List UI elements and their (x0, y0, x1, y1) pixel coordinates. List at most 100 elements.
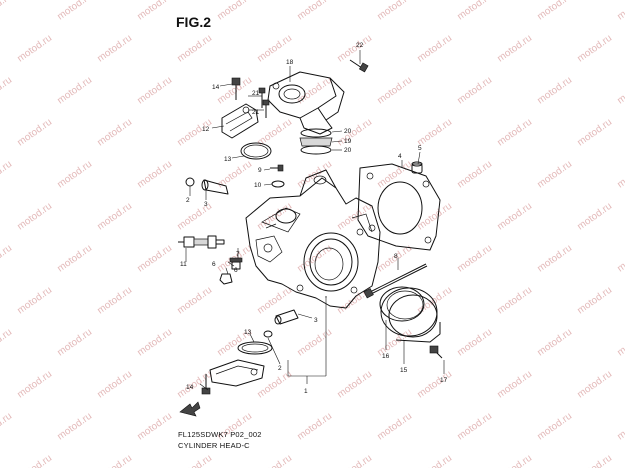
watermark-text: motod.ru (15, 453, 54, 468)
watermark-text: motod.ru (455, 411, 494, 443)
watermark-text: motod.ru (455, 75, 494, 107)
watermark-text: motod.ru (455, 243, 494, 275)
callout-20-a: 20 (344, 128, 352, 135)
callout-20-b: 20 (344, 147, 352, 154)
callout-14-lower: 14 (186, 384, 194, 391)
watermark-text: motod.ru (295, 327, 334, 359)
watermark-text: motod.ru (535, 327, 574, 359)
watermark-text: motod.ru (15, 117, 54, 149)
watermark-text: motod.ru (55, 159, 94, 191)
watermark-text: motod.ru (615, 75, 625, 107)
callout-18: 18 (286, 59, 294, 66)
watermark-text: motod.ru (535, 411, 574, 443)
dowel-pin-5 (411, 161, 423, 174)
callout-21-b: 21 (252, 109, 260, 116)
watermark-text: motod.ru (575, 285, 614, 317)
spark-plug (178, 235, 225, 249)
callout-12: 12 (202, 126, 210, 133)
bolt-9-washer-10 (270, 164, 285, 188)
intake-gaskets (299, 128, 333, 155)
watermark-text: motod.ru (95, 117, 134, 149)
callout-21-a: 21 (252, 90, 260, 97)
callout-2-upper: 2 (186, 197, 190, 204)
watermark-text: motod.ru (495, 117, 534, 149)
stud-bolt-8 (363, 263, 428, 299)
watermark-text: motod.ru (335, 201, 374, 233)
plug-6-lower (219, 273, 233, 285)
watermark-text: motod.ru (535, 75, 574, 107)
watermark-text: motod.ru (55, 243, 94, 275)
callout-11: 11 (180, 261, 187, 268)
watermark-text: motod.ru (15, 285, 54, 317)
callout-16: 16 (382, 353, 390, 360)
footer-caption: CYLINDER HEAD-C (178, 441, 250, 450)
watermark-text: motod.ru (135, 159, 174, 191)
leader-lines (185, 50, 445, 391)
callout-22: 22 (356, 42, 364, 49)
watermark-text: motod.ru (95, 453, 134, 468)
watermark-text: motod.ru (375, 75, 414, 107)
watermark-text: motod.ru (495, 201, 534, 233)
watermark-text: motod.ru (615, 243, 625, 275)
watermark-text: motod.ru (615, 327, 625, 359)
watermark-text: motod.ru (175, 201, 214, 233)
watermark-text: motod.ru (335, 33, 374, 65)
watermark-text: motod.ru (375, 411, 414, 443)
head-gasket (357, 163, 441, 251)
watermark-text: motod.ru (415, 369, 454, 401)
watermark-text: motod.ru (575, 33, 614, 65)
watermark-text: motod.ru (0, 411, 14, 443)
callout-3-lower: 3 (314, 317, 318, 324)
watermark-text: motod.ru (215, 159, 254, 191)
figure-title: FIG.2 (176, 14, 212, 30)
watermark-text: motod.ru (55, 411, 94, 443)
watermark-text: motod.ru (15, 369, 54, 401)
watermark-text: motod.ru (495, 285, 534, 317)
watermark-text: motod.ru (0, 75, 14, 107)
watermark-text: motod.ru (615, 0, 625, 22)
o-ring-13-upper (240, 142, 272, 160)
watermark-text: motod.ru (0, 327, 14, 359)
watermark-text: motod.ru (255, 453, 294, 468)
callout-19: 19 (344, 138, 352, 145)
watermark-text: motod.ru (175, 285, 214, 317)
bolt-14-lower (201, 374, 211, 395)
watermark-text: motod.ru (615, 411, 625, 443)
watermark-text: motod.ru (335, 369, 374, 401)
o-ring-13-lower (237, 341, 273, 355)
callout-3-upper: 3 (204, 201, 208, 208)
watermark-text: motod.ru (55, 0, 94, 22)
lower-cover (209, 359, 265, 387)
watermark-text: motod.ru (95, 201, 134, 233)
callout-7: 7 (236, 251, 240, 258)
callout-5: 5 (418, 145, 422, 152)
intake-pipe (267, 71, 345, 135)
watermark-text: motod.ru (575, 453, 614, 468)
watermark-text: motod.ru (215, 0, 254, 22)
watermark-text: motod.ru (0, 243, 14, 275)
callout-13-upper: 13 (224, 156, 232, 163)
watermark-text: motod.ru (575, 369, 614, 401)
watermark-text: motod.ru (615, 159, 625, 191)
watermark-text: motod.ru (15, 33, 54, 65)
footer-code: FL125SDWK7 P02_002 (178, 430, 262, 439)
callout-13-lower: 13 (244, 329, 252, 336)
watermark-text: motod.ru (455, 0, 494, 22)
callout-8: 8 (394, 253, 398, 260)
watermark-text: motod.ru (95, 33, 134, 65)
bolt-22 (349, 59, 369, 73)
watermark-text: motod.ru (575, 117, 614, 149)
watermark-text: motod.ru (335, 453, 374, 468)
callout-6-b: 6 (234, 267, 238, 274)
watermark-text: motod.ru (135, 243, 174, 275)
front-arrow-icon (179, 401, 201, 417)
watermark-text: motod.ru (335, 117, 374, 149)
cylinder-head (245, 169, 381, 309)
watermark-text: motod.ru (175, 369, 214, 401)
callout-1: 1 (304, 388, 308, 395)
callout-6-a: 6 (212, 261, 216, 268)
watermark-text: motod.ru (375, 0, 414, 22)
watermark-text: motod.ru (55, 75, 94, 107)
watermark-text: motod.ru (535, 0, 574, 22)
